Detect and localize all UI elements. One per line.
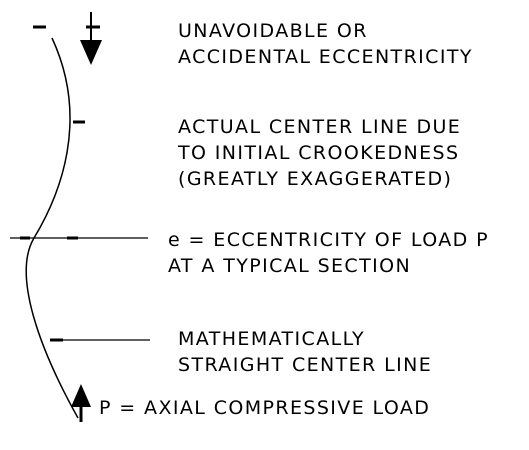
axial-load-label: P = AXIAL COMPRESSIVE LOAD [99,397,430,419]
straight-center-label-line2: STRAIGHT CENTER LINE [178,354,432,376]
actual-center-label-line3: (GREATLY EXAGGERATED) [178,168,452,190]
bottom-load-arrowhead [71,384,91,407]
top-load-arrowhead [80,40,102,65]
unavoidable-label-line1: UNAVOIDABLE OR [178,20,368,42]
straight-center-label-line1: MATHEMATICALLY [178,328,365,350]
unavoidable-label-line2: ACCIDENTAL ECCENTRICITY [178,46,473,68]
eccentricity-label-line2: AT A TYPICAL SECTION [168,255,411,277]
actual-center-label-line2: TO INITIAL CROOKEDNESS [177,142,459,164]
actual-center-label-line1: ACTUAL CENTER LINE DUE [178,116,461,138]
eccentricity-label-line1: e = ECCENTRICITY OF LOAD P [168,229,489,251]
actual-center-line [25,37,79,419]
